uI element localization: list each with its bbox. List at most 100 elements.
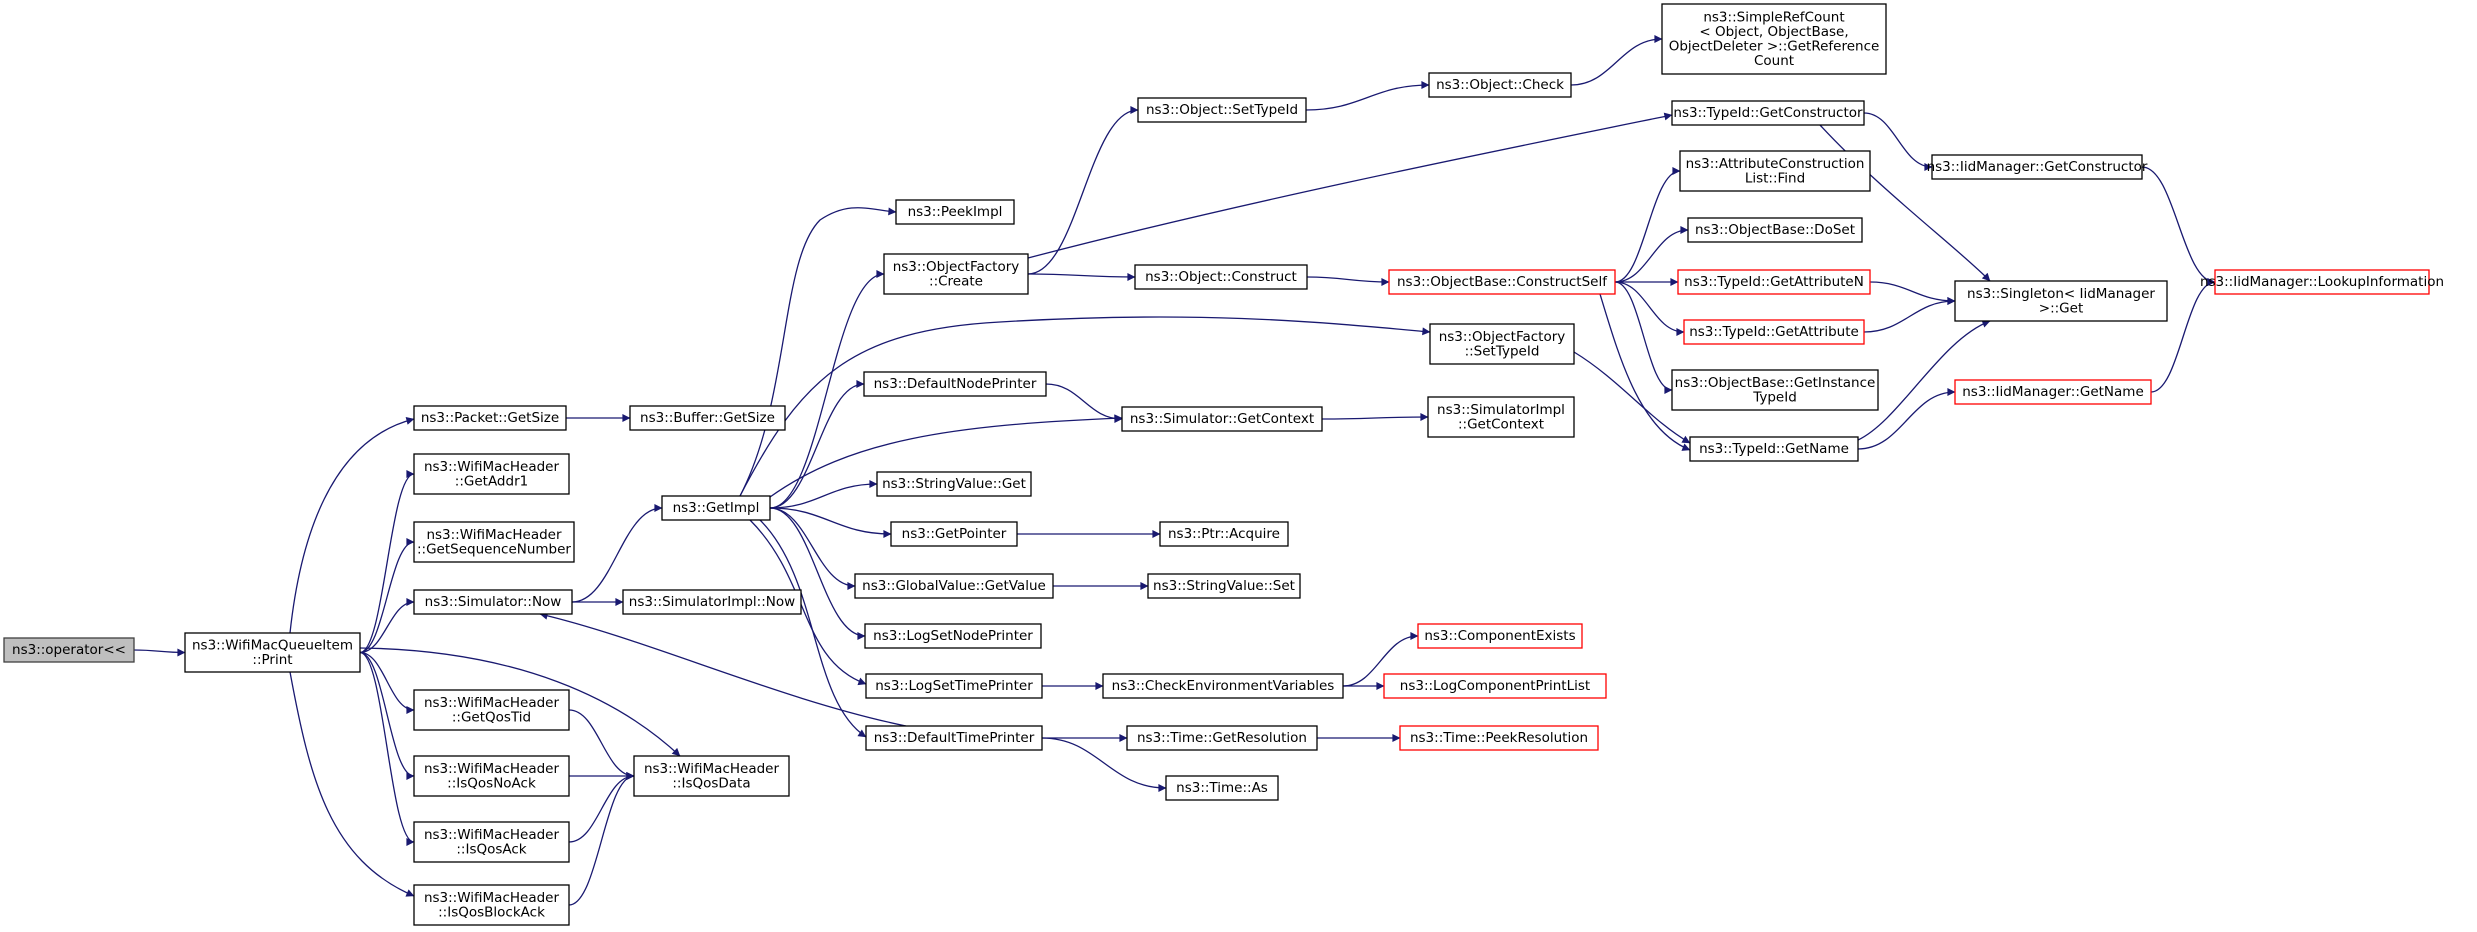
node-defnodeprinter[interactable]: ns3::DefaultNodePrinter — [863, 371, 1047, 397]
node-box — [865, 673, 1043, 699]
node-strget[interactable]: ns3::StringValue::Get — [876, 471, 1032, 497]
node-isqosdata[interactable]: ns3::WifiMacHeader::IsQosData — [633, 755, 790, 797]
node-logsettime[interactable]: ns3::LogSetTimePrinter — [865, 673, 1043, 699]
node-box — [1121, 406, 1323, 432]
node-getimpl[interactable]: ns3::GetImpl — [661, 495, 771, 521]
node-simgetctx[interactable]: ns3::Simulator::GetContext — [1121, 406, 1323, 432]
node-isqosblockack[interactable]: ns3::WifiMacHeader::IsQosBlockAck — [413, 884, 570, 926]
node-isqosack[interactable]: ns3::WifiMacHeader::IsQosAck — [413, 821, 570, 863]
node-peekimpl[interactable]: ns3::PeekImpl — [895, 199, 1015, 225]
node-tidgetattrn[interactable]: ns3::TypeId::GetAttributeN — [1677, 269, 1871, 295]
edge-constructself-to-attrfind — [1614, 167, 1681, 283]
node-label: ::GetSequenceNumber — [417, 541, 571, 557]
node-gvgetvalue[interactable]: ns3::GlobalValue::GetValue — [854, 573, 1054, 599]
node-label: ns3::Time::PeekResolution — [1410, 730, 1588, 746]
edge-op-to-print — [133, 648, 186, 657]
node-box — [1687, 217, 1863, 243]
node-tidgetname[interactable]: ns3::TypeId::GetName — [1689, 436, 1859, 462]
node-obdoset[interactable]: ns3::ObjectBase::DoSet — [1687, 217, 1863, 243]
node-label: ns3::IidManager::GetConstructor — [1927, 159, 2148, 175]
node-strset[interactable]: ns3::StringValue::Set — [1147, 573, 1301, 599]
edge-ofcreate-to-tidgetctor — [1027, 112, 1673, 259]
node-tidgetattr[interactable]: ns3::TypeId::GetAttribute — [1683, 319, 1865, 345]
node-iidgetctor[interactable]: ns3::IidManager::GetConstructor — [1927, 154, 2148, 180]
node-box — [1399, 725, 1599, 751]
node-simimplgetctx[interactable]: ns3::SimulatorImpl::GetContext — [1427, 396, 1575, 438]
node-op[interactable]: ns3::operator<< — [3, 637, 135, 663]
edge-simgetctx-to-simimplgetctx — [1321, 413, 1429, 422]
node-label: ns3::LogSetTimePrinter — [875, 678, 1033, 694]
node-label: ns3::Simulator::Now — [425, 594, 562, 610]
edge-objcheck-to-simplerefcount — [1570, 35, 1663, 86]
node-ofcreate[interactable]: ns3::ObjectFactory::Create — [883, 253, 1029, 295]
node-box — [1429, 323, 1575, 365]
node-box — [1931, 154, 2143, 180]
node-box — [876, 471, 1032, 497]
node-label: ::Create — [929, 273, 983, 289]
node-label: ::IsQosNoAck — [447, 775, 536, 791]
node-isqosnoack[interactable]: ns3::WifiMacHeader::IsQosNoAck — [413, 755, 570, 797]
node-iidgetname[interactable]: ns3::IidManager::GetName — [1954, 379, 2152, 405]
node-box — [661, 495, 771, 521]
node-constructself[interactable]: ns3::ObjectBase::ConstructSelf — [1388, 269, 1616, 295]
node-timeas[interactable]: ns3::Time::As — [1165, 775, 1279, 801]
node-box — [622, 589, 802, 615]
node-ofsettypeid[interactable]: ns3::ObjectFactory::SetTypeId — [1429, 323, 1575, 365]
node-label: ns3::GetPointer — [902, 526, 1007, 542]
node-box — [1671, 369, 1879, 411]
nodes-layer: ns3::operator<< ns3::WifiMacQueueItem::Pr… — [3, 3, 2444, 926]
node-logcompprint[interactable]: ns3::LogComponentPrintList — [1383, 673, 1607, 699]
node-ptracquire[interactable]: ns3::Ptr::Acquire — [1159, 521, 1289, 547]
node-label: ::IsQosAck — [456, 841, 526, 857]
node-box — [413, 689, 570, 731]
node-box — [883, 253, 1029, 295]
edge-print-to-seqnum — [359, 538, 415, 654]
node-objsettypeid[interactable]: ns3::Object::SetTypeId — [1137, 97, 1307, 123]
edge-print-to-isqosnoack — [359, 651, 415, 780]
node-simnow[interactable]: ns3::Simulator::Now — [413, 589, 573, 615]
edge-getimpl-to-getpointer — [769, 507, 892, 538]
node-logsetnode[interactable]: ns3::LogSetNodePrinter — [864, 623, 1042, 649]
node-box — [1417, 623, 1583, 649]
node-tidgetctor[interactable]: ns3::TypeId::GetConstructor — [1671, 100, 1865, 126]
node-peekres[interactable]: ns3::Time::PeekResolution — [1399, 725, 1599, 751]
node-box — [1134, 264, 1308, 290]
node-box — [1671, 100, 1865, 126]
node-singletonget[interactable]: ns3::Singleton< IidManager>::Get — [1954, 280, 2168, 322]
edge-simnow-to-getimpl — [571, 504, 663, 603]
node-qostid[interactable]: ns3::WifiMacHeader::GetQosTid — [413, 689, 570, 731]
node-checkenv[interactable]: ns3::CheckEnvironmentVariables — [1102, 673, 1344, 699]
edge-print-to-simnow — [359, 598, 415, 654]
node-box — [3, 637, 135, 663]
node-bufsize[interactable]: ns3::Buffer::GetSize — [629, 405, 786, 431]
node-iidlookup[interactable]: ns3::IidManager::LookupInformation — [2200, 269, 2444, 295]
node-label: ns3::Time::As — [1176, 780, 1268, 796]
node-label: ns3::AttributeConstruction — [1686, 156, 1865, 172]
node-label: ns3::SimulatorImpl — [1437, 402, 1565, 418]
edge-ofcreate-to-objsettypeid — [1027, 106, 1139, 275]
node-deftimeprinter[interactable]: ns3::DefaultTimePrinter — [865, 725, 1043, 751]
node-label: ns3::operator<< — [12, 642, 126, 658]
node-addr1[interactable]: ns3::WifiMacHeader::GetAddr1 — [413, 453, 570, 495]
node-pktsize[interactable]: ns3::Packet::GetSize — [413, 405, 567, 431]
node-compexists[interactable]: ns3::ComponentExists — [1417, 623, 1583, 649]
node-seqnum[interactable]: ns3::WifiMacHeader::GetSequenceNumber — [413, 521, 575, 563]
node-box — [890, 521, 1018, 547]
node-getpointer[interactable]: ns3::GetPointer — [890, 521, 1018, 547]
node-simimplnow[interactable]: ns3::SimulatorImpl::Now — [622, 589, 802, 615]
node-objcheck[interactable]: ns3::Object::Check — [1428, 72, 1572, 98]
node-simplerefcount[interactable]: ns3::SimpleRefCount< Object, ObjectBase,… — [1661, 3, 1887, 75]
node-print[interactable]: ns3::WifiMacQueueItem::Print — [184, 632, 361, 673]
node-label: ns3::Time::GetResolution — [1137, 730, 1307, 746]
node-label: ns3::WifiMacHeader — [424, 890, 560, 906]
node-label: ns3::Object::Construct — [1145, 269, 1297, 285]
node-objconstruct[interactable]: ns3::Object::Construct — [1134, 264, 1308, 290]
node-timegetres[interactable]: ns3::Time::GetResolution — [1126, 725, 1318, 751]
node-label: ns3::WifiMacQueueItem — [192, 637, 353, 653]
node-box — [1147, 573, 1301, 599]
node-box — [1428, 72, 1572, 98]
node-box — [633, 755, 790, 797]
node-box — [1679, 150, 1871, 192]
